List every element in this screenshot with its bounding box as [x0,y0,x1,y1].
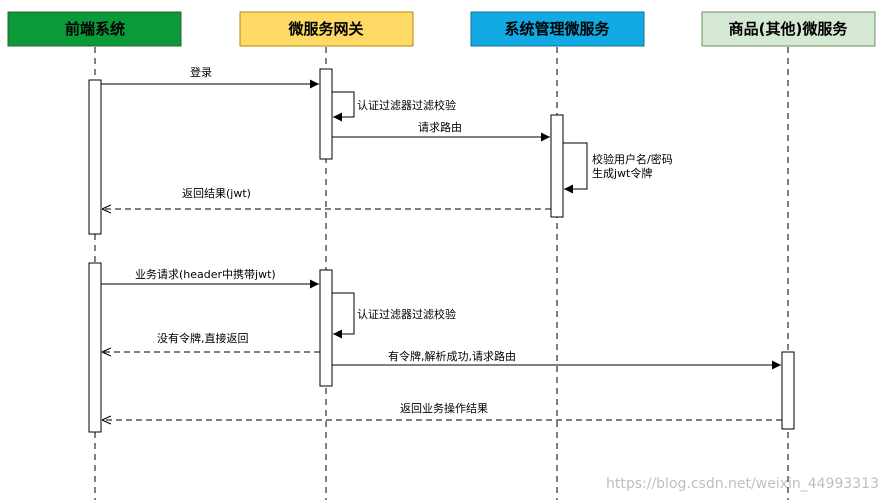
participant-box [701,11,876,47]
message-label: 业务请求(header中携带jwt) [135,267,276,281]
message-label: 登录 [190,65,212,79]
participant-label: 前端系统 [65,20,125,38]
activation-system-1 [550,114,564,218]
participant-product-service: 商品(其他)微服务 [701,11,876,47]
participant-frontend: 前端系统 [7,11,182,47]
message-login: 登录 [101,65,319,89]
message-label: 请求路由 [418,120,462,134]
message-token-route: 有令牌,解析成功,请求路由 [332,349,781,370]
participant-label: 微服务网关 [287,20,363,38]
activation-frontend-1 [88,79,102,235]
message-business-request: 业务请求(header中携带jwt) [101,267,319,289]
participant-system-service: 系统管理微服务 [470,11,645,47]
message-label: 认证过滤器过滤校验 [357,98,456,112]
participant-label: 系统管理微服务 [504,20,610,38]
message-label: 返回业务操作结果 [400,401,488,415]
message-gateway-filter-1: 认证过滤器过滤校验 [332,91,456,122]
message-arrow [332,91,355,122]
messages: 登录 认证过滤器过滤校验 请求路由 校验用户名/密码生成jwt令牌 返回结果(j… [101,65,782,420]
message-label: 有令牌,解析成功,请求路由 [388,349,516,363]
activations [88,68,795,433]
participant-box [470,11,645,47]
message-route-request: 请求路由 [332,120,550,142]
message-label: 没有令牌,直接返回 [157,331,249,345]
activation-product-1 [781,351,795,430]
message-label: 认证过滤器过滤校验 [357,307,456,321]
message-arrow [563,142,588,194]
participant-box [7,11,182,47]
activation-gateway-2 [319,269,333,387]
message-label: 校验用户名/密码生成jwt令牌 [592,152,673,180]
participant-label: 商品(其他)微服务 [729,20,849,38]
activation-frontend-2 [88,262,102,433]
message-gateway-filter-2: 认证过滤器过滤校验 [332,292,456,339]
message-arrow [332,292,355,339]
message-no-token-return: 没有令牌,直接返回 [102,331,320,352]
message-return-jwt: 返回结果(jwt) [102,187,551,209]
message-label: 返回结果(jwt) [182,187,251,200]
activation-gateway-1 [319,68,333,160]
message-return-business-result: 返回业务操作结果 [102,401,782,420]
message-verify-credentials: 校验用户名/密码生成jwt令牌 [563,142,673,194]
participant-box [239,11,414,47]
participant-gateway: 微服务网关 [239,11,414,47]
watermark: https://blog.csdn.net/weixin_44993313 [606,476,879,492]
